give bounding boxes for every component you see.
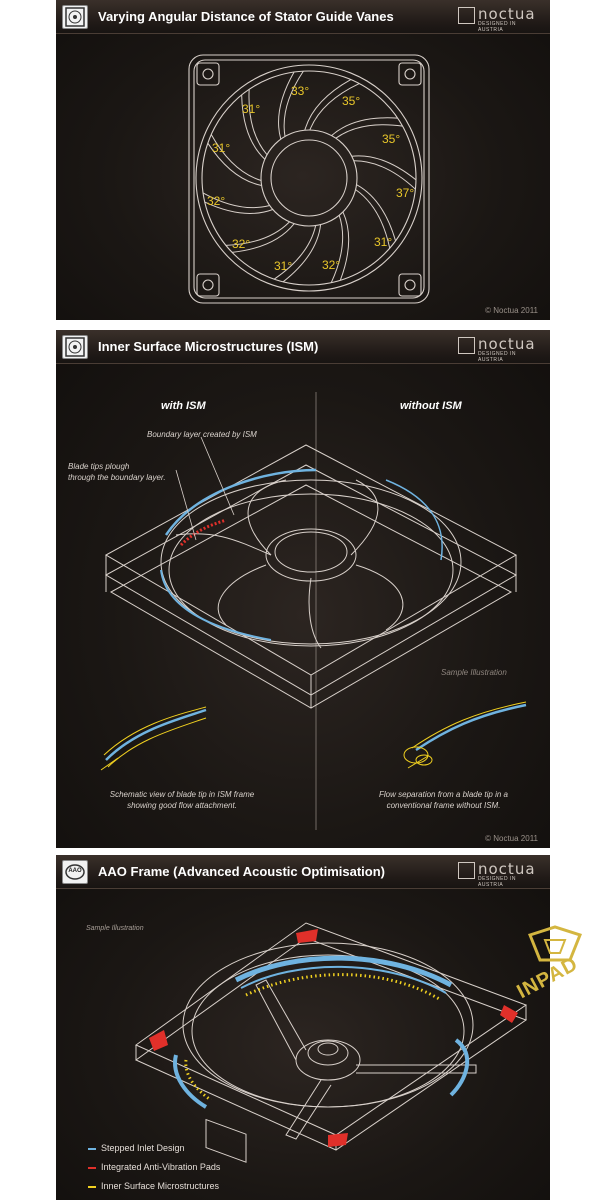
angle-label: 35° (382, 132, 401, 146)
stator-vane-edge (355, 189, 391, 249)
aao-panel: AAO AAO Frame (Advanced Acoustic Optimis… (56, 855, 550, 1200)
aao-fan-diagram (135, 922, 528, 1163)
stator-vane-edge (225, 221, 290, 246)
ism-fan-diagram (100, 392, 527, 830)
panel-header: AAO AAO Frame (Advanced Acoustic Optimis… (56, 855, 550, 889)
legend-item: Stepped Inlet Design (88, 1143, 185, 1153)
stator-vane (351, 155, 417, 181)
angle-label: 32° (207, 194, 226, 208)
blade-tips-label: Blade tips plough through the boundary l… (68, 462, 166, 482)
angle-label: 31° (242, 102, 261, 116)
stator-vane (278, 71, 295, 140)
inpad-watermark: INPAD (513, 925, 595, 1005)
ism-panel: Inner Surface Microstructures (ISM) noct… (56, 330, 550, 848)
stator-vane (231, 223, 295, 253)
stator-vane (339, 211, 350, 281)
panel-title: Varying Angular Distance of Stator Guide… (98, 9, 394, 24)
panel-header: Varying Angular Distance of Stator Guide… (56, 0, 550, 34)
angle-label: 33° (291, 84, 310, 98)
stator-vane (207, 142, 262, 186)
stator-vane (241, 94, 266, 160)
stator-vane-edge (273, 225, 317, 280)
fan-icon (62, 5, 88, 29)
angle-label: 32° (322, 258, 341, 272)
without-ism-heading: without ISM (400, 400, 462, 412)
stator-vane-edge (353, 160, 416, 190)
copyright: © Noctua 2011 (485, 306, 538, 315)
noctua-logo: noctua DESIGNED IN AUSTRIA (456, 5, 542, 33)
right-caption: Flow separation from a blade tip in a co… (379, 790, 508, 810)
noctua-logo: noctua DESIGNED IN AUSTRIA (456, 335, 542, 363)
panel-title: AAO Frame (Advanced Acoustic Optimisatio… (98, 864, 386, 879)
noctua-logo: noctua DESIGNED IN AUSTRIA (456, 860, 542, 888)
owl-icon (458, 337, 475, 354)
boundary-layer-label: Boundary layer created by ISM (147, 430, 257, 439)
stator-vane (356, 184, 397, 242)
aao-icon: AAO (62, 860, 88, 884)
legend-item: Integrated Anti-Vibration Pads (88, 1162, 220, 1172)
with-ism-heading: with ISM (161, 400, 206, 412)
sample-label: Sample Illustration (441, 668, 507, 677)
angle-label: 32° (232, 237, 251, 251)
stator-vane-edge (335, 124, 403, 139)
legend-swatch (88, 1147, 96, 1150)
stator-vane-edge (330, 215, 344, 283)
stator-vane (331, 117, 398, 136)
angle-label: 31° (274, 259, 293, 273)
legend-item: Inner Surface Microstructures (88, 1181, 219, 1191)
stator-vane (282, 224, 322, 283)
watermark-emblem-icon (528, 925, 582, 962)
stator-vanes-panel: Varying Angular Distance of Stator Guide… (56, 0, 550, 320)
panel-title: Inner Surface Microstructures (ISM) (98, 339, 319, 354)
angle-label: 35° (342, 94, 361, 108)
owl-icon (458, 7, 475, 24)
copyright: © Noctua 2011 (485, 834, 538, 843)
sample-label: Sample Illustration (86, 925, 144, 932)
stator-vane-edge (309, 83, 360, 131)
stator-vane-edge (283, 70, 304, 137)
stator-vane-edge (202, 192, 270, 209)
stator-vane (304, 79, 352, 131)
stator-vane-edge (248, 89, 268, 156)
angle-label: 31° (212, 141, 231, 155)
fan-frame-diagram (188, 54, 430, 304)
owl-icon (458, 862, 475, 879)
left-caption: Schematic view of blade tip in ISM frame… (109, 790, 255, 810)
fan-icon (62, 335, 88, 359)
panel-header: Inner Surface Microstructures (ISM) noct… (56, 330, 550, 364)
angle-label: 31° (374, 235, 393, 249)
legend-swatch (88, 1166, 96, 1169)
stator-vane-edge (210, 134, 262, 181)
angle-label: 37° (396, 186, 415, 200)
stator-vane (204, 201, 273, 214)
legend-swatch (88, 1185, 96, 1188)
